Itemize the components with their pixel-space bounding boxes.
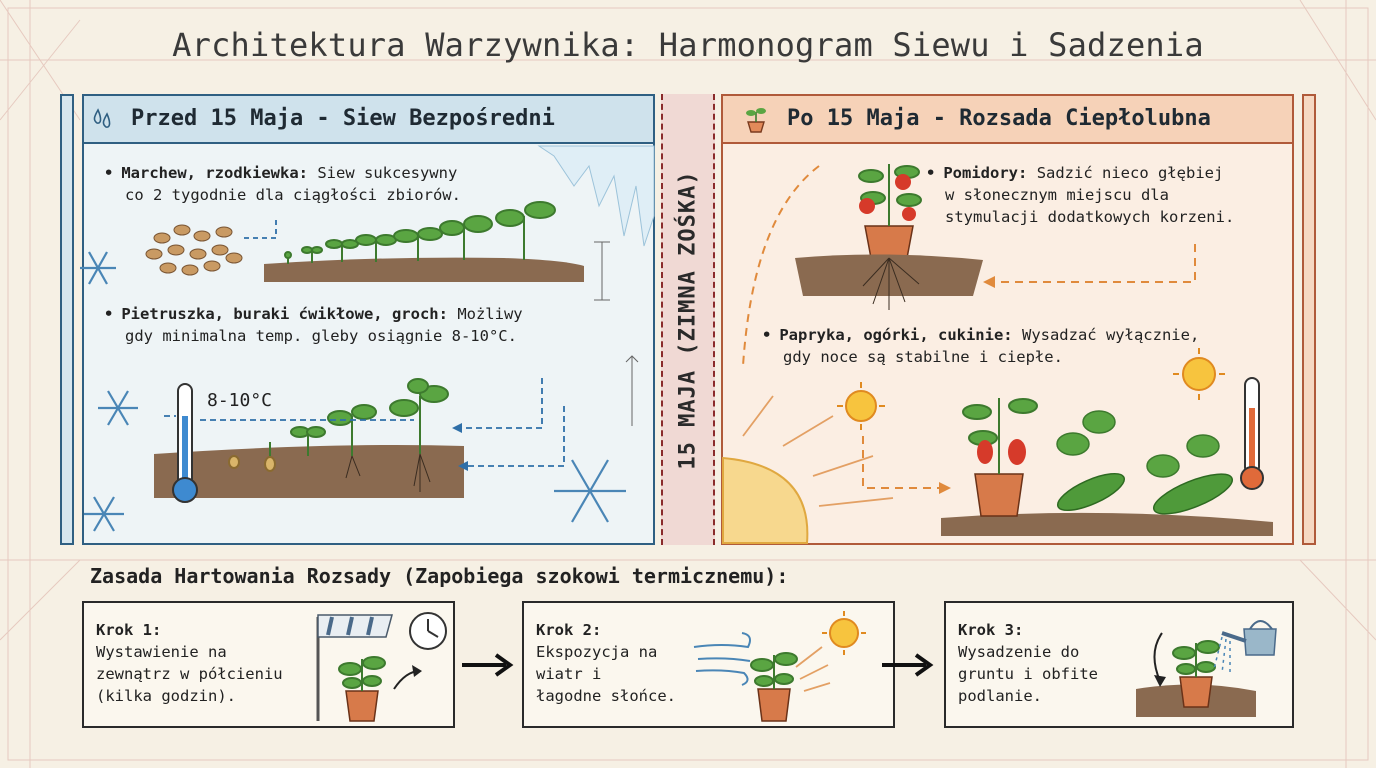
- step-3-label: Krok 3:: [958, 621, 1024, 639]
- hardening-title: Zasada Hartowania Rozsady (Zapobiega szo…: [90, 564, 789, 588]
- step-arrow-icon: [882, 653, 934, 677]
- awning-icon: [316, 614, 393, 721]
- right-side-bar: [1302, 94, 1316, 545]
- date-divider: [661, 94, 715, 545]
- step-2-card: Krok 2: Ekspozycja na wiatr i łagodne sł…: [522, 601, 895, 728]
- step-3-card: Krok 3: Wysadzenie do gruntu i obfite po…: [944, 601, 1294, 728]
- date-divider-label: 15 MAJA (ZIMNA ZOŚKA): [675, 170, 701, 470]
- left-panel-title: Przed 15 Maja - Siew Bezpośredni: [131, 106, 555, 131]
- thermometer-icon: [1240, 377, 1264, 490]
- sun-icon: [1173, 348, 1225, 400]
- left-side-bar: [60, 94, 74, 545]
- sun-icon: [822, 611, 866, 655]
- left-item-2: •Pietruszka, buraki ćwikłowe, groch: Moż…: [104, 305, 523, 345]
- right-panel-header: [721, 94, 1294, 144]
- step-2-label: Krok 2:: [536, 621, 602, 639]
- left-item-1: •Marchew, rzodkiewka: Siew sukcesywny co…: [104, 164, 461, 204]
- right-item-1: •Pomidory: Sadzić nieco głębiej w słonec…: [926, 164, 1235, 226]
- thermometer-icon: [172, 383, 198, 503]
- snowflake-icon: [80, 251, 626, 532]
- right-panel-title: Po 15 Maja - Rozsada Ciepłolubna: [787, 106, 1211, 131]
- sun-icon: [837, 382, 885, 430]
- right-illustration: [722, 164, 1273, 544]
- potted-plant-icon: [746, 108, 766, 133]
- step-arrow-icon: [462, 653, 514, 677]
- clock-icon: [409, 612, 447, 650]
- step-1-label: Krok 1:: [96, 621, 162, 639]
- left-panel-header: [82, 94, 655, 144]
- step-1-card: Krok 1: Wystawienie na zewnątrz w półcie…: [82, 601, 455, 728]
- wind-icon: [693, 632, 751, 686]
- tomato-plant-illustration: [858, 164, 922, 259]
- page-title: Architektura Warzywnika: Harmonogram Sie…: [172, 26, 1204, 64]
- watering-can-icon: [1221, 620, 1277, 656]
- temperature-label: 8-10°C: [207, 390, 273, 411]
- water-drops-icon: [93, 108, 111, 128]
- right-item-2: •Papryka, ogórki, cukinie: Wysadzać wyłą…: [762, 326, 1200, 366]
- left-illustration: [80, 145, 655, 532]
